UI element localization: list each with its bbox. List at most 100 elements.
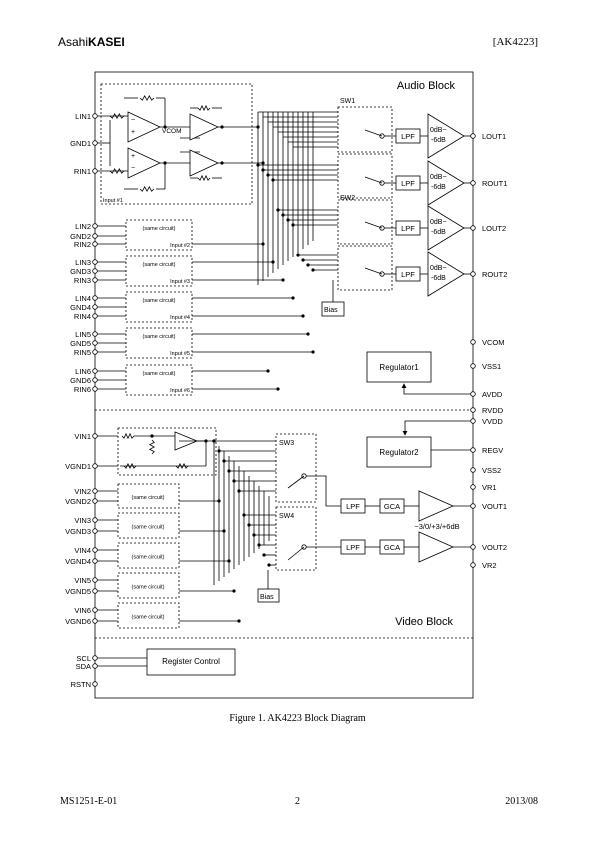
video-gca-label: GCA [384,543,400,552]
pin-vgnd5 [92,588,98,594]
regulator2-box [366,436,432,468]
pin-rin1 [92,168,98,174]
audio-lpf-label: LPF [401,179,415,188]
pin-label-sda: SDA [76,662,91,671]
video-input1-box [117,427,217,476]
logo-text-bold: KASEI [88,35,125,49]
pin-label-rout2: ROUT2 [482,270,507,279]
junction-dot [296,253,300,257]
pin-label-rin2: RIN2 [74,240,91,249]
resistor [197,174,211,182]
logo-text-light: Asahi [58,35,89,49]
input2-box [125,219,193,251]
pin-vin4 [92,547,98,553]
pin-label-vss1: VSS1 [482,362,501,371]
pin-label-scl: SCL [76,654,91,663]
pin-label-vout2: VOUT2 [482,543,507,552]
pin-vgnd2 [92,498,98,504]
video-input6-box [117,602,180,629]
input5-label: Input #5 [170,351,190,357]
junction-dot [266,369,270,373]
pin-label-rin5: RIN5 [74,348,91,357]
pin-label-gnd5: GND5 [70,339,91,348]
footer-page-number: 2 [295,796,300,807]
audio-gain-label: 0dB~ [430,219,447,226]
junction-dot [266,173,270,177]
sw4-box [275,506,317,571]
junction-dot [222,529,226,533]
video-block-label: Video Block [395,616,453,628]
sw1-box [337,106,393,153]
video-gain-label: −3/0/+3/+6dB [414,522,459,531]
pin-gnd6 [92,377,98,383]
audio-block-label: Audio Block [397,80,456,92]
junction-dot [247,523,251,527]
pin-label-gnd3: GND3 [70,267,91,276]
opamp-a2 [127,147,161,179]
junction-dot [217,499,221,503]
sw2b-box [337,245,393,291]
junction-dot [267,563,271,567]
pin-vr2 [470,562,476,568]
same-circuit-label: (same circuit) [142,298,175,304]
audio-gain-label: 0dB~ [430,265,447,272]
pin-rin6 [92,386,98,392]
pin-lin4 [92,295,98,301]
pin-lin5 [92,331,98,337]
same-circuit-label: (same circuit) [142,262,175,268]
audio-gain-label: 0dB~ [430,127,447,134]
resistor [148,439,156,455]
pin-label-gnd1: GND1 [70,139,91,148]
pin-label-rin4: RIN4 [74,312,91,321]
video-gca-label: GCA [384,502,400,511]
junction-dot [256,125,260,129]
junction-dot [227,469,231,473]
audio-gain-label: -6dB [431,229,446,236]
resistor [123,462,137,470]
opamp-b2 [189,149,219,177]
junction-dot [217,449,221,453]
junction-dot [150,434,154,438]
junction-dot [252,533,256,537]
regulator2-label: Regulator2 [379,448,419,457]
junction-dot [276,208,280,212]
junction-dot [220,161,224,165]
resistor [109,112,125,120]
input3-label: Input #3 [170,279,190,285]
pin-rout2 [470,271,476,277]
pin-lin1 [92,113,98,119]
junction-dot [232,479,236,483]
footer-doc-number: MS1251-E-01 [60,796,118,807]
pin-lin3 [92,259,98,265]
video-lpf-label: LPF [346,543,360,552]
pin-label-vin3: VIN3 [74,516,91,525]
bias-label: Bias [324,307,338,314]
pin-vgnd4 [92,558,98,564]
pin-vvdd [470,418,476,424]
pin-scl [92,655,98,661]
regulator1-label: Regulator1 [379,363,419,372]
pin-gnd1 [92,140,98,146]
junction-dot [256,163,260,167]
input1-box [100,83,253,205]
pin-rstn [92,681,98,687]
pin-vin2 [92,488,98,494]
audio-gain-label: -6dB [431,137,446,144]
pin-label-vin6: VIN6 [74,606,91,615]
junction-dot [306,332,310,336]
junction-dot [271,260,275,264]
junction-dot [291,296,295,300]
pin-vgnd6 [92,618,98,624]
audio-gain-label: -6dB [431,184,446,191]
pin-label-vout1: VOUT1 [482,502,507,511]
pin-gnd3 [92,268,98,274]
resistor [175,462,189,470]
pin-label-lin6: LIN6 [75,367,91,376]
pin-regv [470,447,476,453]
video-bias-box [257,588,280,603]
pin-label-vss2: VSS2 [482,466,501,475]
register-control-label: Register Control [162,657,220,666]
video-input3-box [117,512,180,539]
vcom-internal-label: VCOM [162,128,182,135]
